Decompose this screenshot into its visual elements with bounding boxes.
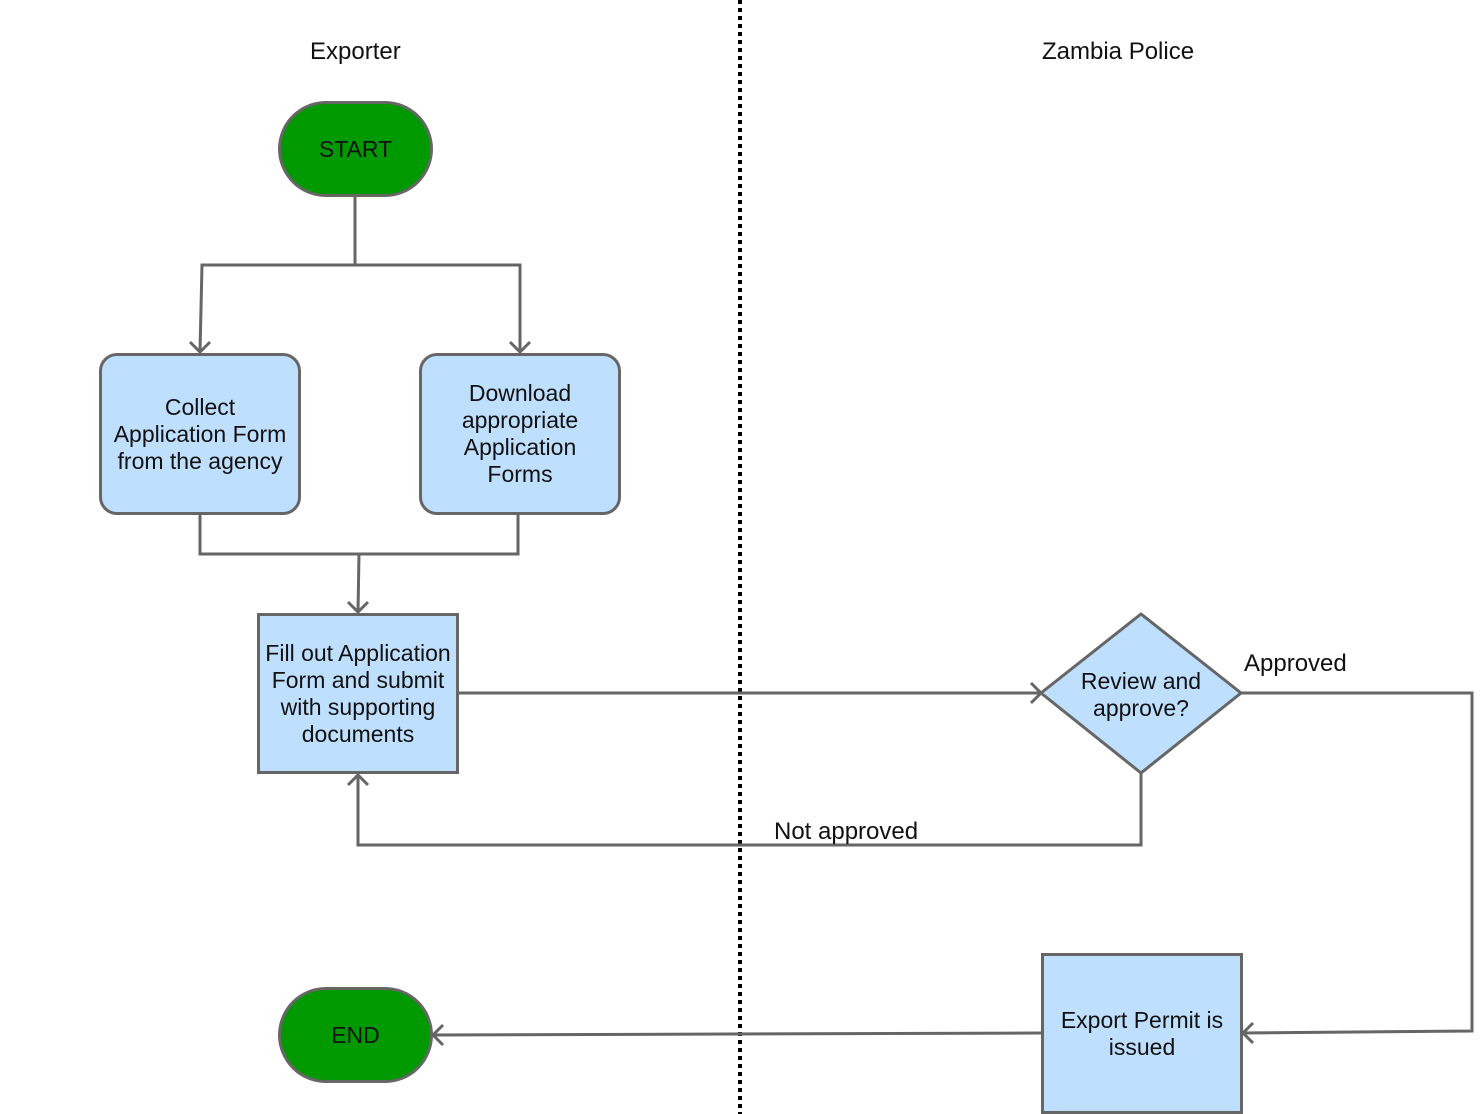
edge-split-to-collect [198,263,355,353]
end-label: END [331,1021,380,1048]
collect-form-node: Collect Application Form from the agency [99,353,301,515]
download-forms-node: Download appropriate Application Forms [419,353,621,515]
collect-form-label: Collect Application Form from the agency [113,393,287,474]
start-label: START [318,135,393,162]
edge-label-approved: Approved [1244,650,1347,677]
arrowhead-collect [188,340,212,355]
arrowhead-fill [346,600,370,615]
edge-merge-to-fill [356,553,361,613]
lane-title-exporter: Exporter [310,38,401,65]
edge-permit-to-end [432,1031,1042,1037]
edge-collect-merge [198,515,520,556]
arrowhead-download [508,340,532,355]
edge-not-approved [356,773,1143,847]
arrowhead-fill-return [346,772,370,787]
edge-split-to-download [355,263,522,352]
fill-out-form-node: Fill out Application Form and submit wit… [257,613,459,774]
export-permit-label: Export Permit is issued [1060,1006,1224,1060]
arrowhead-permit [1240,1021,1255,1045]
edge-approved [1241,691,1474,1035]
lane-title-zambia-police: Zambia Police [1042,38,1195,65]
edge-label-not-approved: Not approved [774,818,919,845]
fill-out-form-label: Fill out Application Form and submit wit… [265,639,451,747]
review-label: Review and approve? [1080,668,1202,721]
download-forms-label: Download appropriate Application Forms [461,380,579,487]
end-node: END [278,987,433,1083]
export-permit-node: Export Permit is issued [1041,953,1243,1114]
arrowhead-end [430,1023,445,1047]
start-node: START [278,101,433,197]
review-diamond [1038,612,1244,775]
